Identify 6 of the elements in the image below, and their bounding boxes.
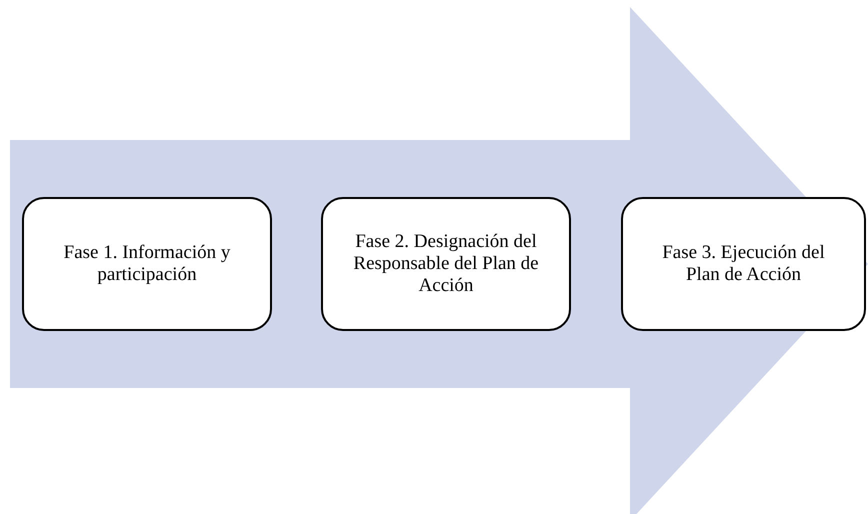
step-label: Fase 2. Designación del Responsable del Plan de Acción xyxy=(352,231,540,297)
step-label: Fase 3. Ejecución del Plan de Acción xyxy=(661,242,826,286)
step-label: Fase 1. Información y participación xyxy=(62,242,232,286)
process-box xyxy=(321,197,571,331)
process-box xyxy=(22,197,272,331)
process-box xyxy=(621,197,866,331)
